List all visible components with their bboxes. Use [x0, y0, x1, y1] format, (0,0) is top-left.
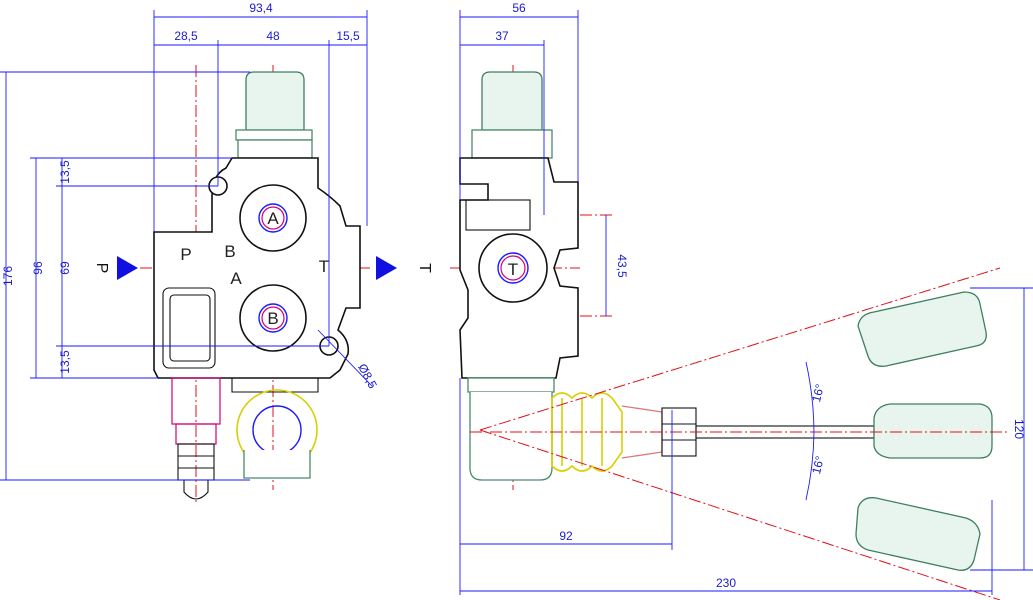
front-view: A B P B A T P T — [93, 65, 433, 505]
dim-43-5: 43,5 — [615, 254, 629, 278]
lever-handle-down — [855, 497, 981, 571]
side-spool-top — [481, 71, 543, 131]
boot-front-base — [243, 450, 311, 479]
dim-93-4: 93,4 — [249, 1, 273, 15]
port-a-label: A — [267, 209, 279, 228]
angle-arc-up — [805, 361, 815, 433]
port-a-outer — [239, 184, 307, 252]
spool-top-cap — [245, 71, 305, 131]
lever-angle-line-down — [479, 429, 1001, 600]
dim-15-5: 15,5 — [336, 29, 360, 43]
body-pocket — [162, 287, 216, 369]
port-b-thread — [258, 303, 288, 333]
dim-hole-leader — [317, 329, 373, 387]
side-lower-flange — [467, 377, 555, 393]
lever-angle-line-up — [479, 267, 1001, 431]
bottom-tip — [183, 480, 209, 500]
dim-48: 48 — [266, 29, 280, 43]
side-dimensions: 56 37 43,5 120 92 230 — [459, 1, 1033, 595]
dim-37: 37 — [495, 29, 509, 43]
dim-13-5-top: 13,5 — [58, 160, 72, 184]
body-letter-b: B — [224, 242, 235, 261]
port-a-thread — [258, 203, 288, 233]
dim-angle-up: 16° — [809, 382, 827, 403]
dim-56: 56 — [512, 1, 526, 15]
side-t-port-bore — [500, 255, 526, 281]
port-a-bore — [261, 206, 285, 230]
lever-handle-neutral — [873, 403, 993, 459]
dim-angle-down: 16° — [809, 454, 827, 475]
side-t-port-thread — [497, 252, 529, 284]
inlet-label-p: P — [93, 263, 110, 274]
lever-handle-up — [857, 291, 987, 367]
angle-arc-down — [805, 431, 815, 501]
side-boot — [551, 392, 623, 472]
port-b-bore — [261, 306, 285, 330]
side-t-port-outer — [478, 233, 548, 303]
spool-top-plate — [235, 129, 313, 141]
outlet-arrow — [376, 256, 397, 280]
body-lower-flange — [231, 378, 319, 393]
dim-92: 92 — [559, 529, 573, 543]
side-spool-seat — [471, 129, 553, 159]
dim-hole-diameter: Ø8,5 — [355, 361, 380, 391]
dim-13-5-bottom: 13,5 — [58, 350, 72, 374]
side-upper-block — [465, 199, 531, 231]
port-b-outer — [239, 284, 307, 352]
dim-230: 230 — [716, 576, 736, 590]
boot-front-inner — [252, 405, 302, 455]
spool-top-seat — [237, 139, 313, 159]
side-view: T 16° 16° — [450, 65, 1010, 600]
body-pocket-inner — [169, 294, 211, 362]
dim-69: 69 — [58, 261, 72, 275]
dim-96: 96 — [31, 261, 45, 275]
body-letter-t: T — [319, 257, 329, 276]
outlet-label-t: T — [416, 263, 433, 273]
side-t-label: T — [508, 260, 518, 279]
dim-120: 120 — [1012, 419, 1026, 439]
body-letter-a: A — [230, 269, 242, 288]
inlet-arrow — [117, 256, 138, 280]
dim-176: 176 — [1, 266, 15, 286]
port-b-label: B — [267, 309, 278, 328]
side-lower-housing — [469, 392, 553, 481]
body-letter-p: P — [180, 245, 191, 264]
dim-28-5: 28,5 — [174, 29, 198, 43]
